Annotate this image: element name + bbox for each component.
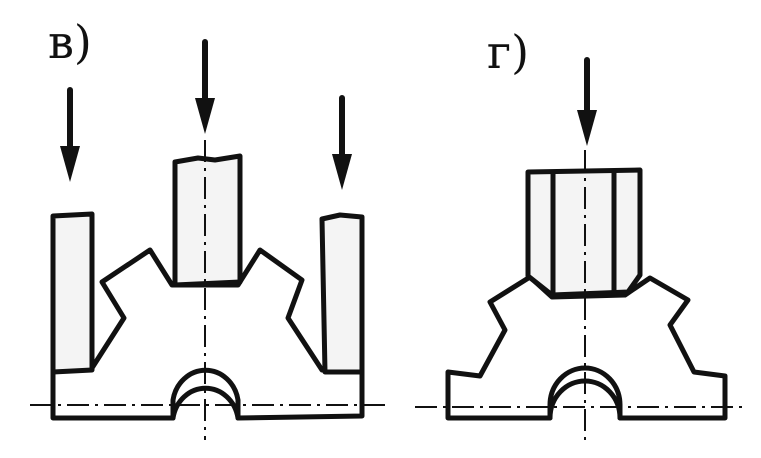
- tool-left-outer: [50, 211, 95, 375]
- figure-v: в): [30, 15, 390, 440]
- tool-left-right: [319, 212, 365, 375]
- bore-right: [547, 365, 623, 421]
- tool-left-center: [172, 153, 243, 288]
- figure-g: г): [415, 25, 745, 445]
- figure-v-label: в): [48, 15, 92, 69]
- arrow-left-right: [332, 95, 352, 190]
- figure-g-label: г): [487, 25, 529, 79]
- arrow-left-outer: [60, 87, 80, 182]
- arrow-right: [577, 57, 597, 146]
- gear-body-left: [50, 247, 365, 421]
- arrow-left-center: [195, 39, 215, 134]
- gear-body-right: [445, 274, 728, 421]
